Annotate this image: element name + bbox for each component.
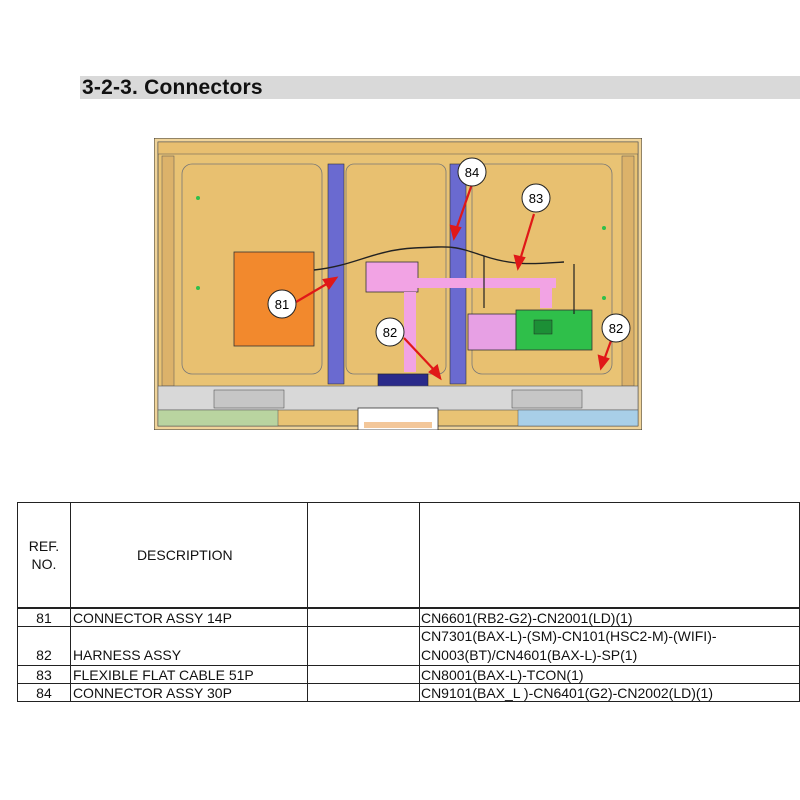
table-row: 81 CONNECTOR ASSY 14P CN6601(RB2-G2)-CN2…	[17, 607, 800, 627]
tv-rear-diagram: 81 82 82 83 84	[154, 138, 642, 430]
callout-83: 83	[521, 183, 551, 213]
callout-82-left: 82	[375, 317, 405, 347]
svg-text:82: 82	[609, 321, 623, 336]
row-description: FLEXIBLE FLAT CABLE 51P	[69, 665, 309, 684]
row-description: HARNESS ASSY	[69, 626, 309, 666]
callout-84: 84	[457, 157, 487, 187]
row-description: CONNECTOR ASSY 30P	[69, 683, 309, 702]
row-location-line: CN7301(BAX-L)-(SM)-CN101(HSC2-M)-(WIFI)-	[420, 628, 717, 644]
row-location-line: CN003(BT)/CN4601(BAX-L)-SP(1)	[420, 647, 638, 663]
header-location	[418, 502, 800, 609]
section-header-bar	[80, 76, 800, 99]
row-location: CN6601(RB2-G2)-CN2001(LD)(1)	[418, 607, 800, 627]
row-location: CN8001(BAX-L)-TCON(1)	[418, 665, 800, 684]
parts-table: REF. NO. DESCRIPTION 81 CONNECTOR ASSY 1…	[17, 502, 800, 702]
row-location: CN9101(BAX_L )-CN6401(G2)-CN2002(LD)(1)	[418, 683, 800, 702]
row-blank	[307, 683, 420, 702]
row-location: CN7301(BAX-L)-(SM)-CN101(HSC2-M)-(WIFI)-…	[418, 626, 800, 666]
row-ref: 84	[17, 683, 71, 702]
header-blank	[307, 502, 420, 609]
svg-text:84: 84	[465, 165, 479, 180]
svg-text:81: 81	[275, 297, 289, 312]
callout-81: 81	[267, 289, 297, 319]
table-row: 83 FLEXIBLE FLAT CABLE 51P CN8001(BAX-L)…	[17, 665, 800, 684]
table-row: 84 CONNECTOR ASSY 30P CN9101(BAX_L )-CN6…	[17, 683, 800, 702]
row-ref: 82	[17, 626, 71, 666]
header-description: DESCRIPTION	[69, 502, 309, 609]
callout-82-right: 82	[601, 313, 631, 343]
header-ref-no: REF. NO.	[17, 502, 71, 609]
row-blank	[307, 626, 420, 666]
section-title: 3-2-3. Connectors	[82, 76, 263, 99]
row-blank	[307, 665, 420, 684]
row-ref: 83	[17, 665, 71, 684]
table-row: 82 HARNESS ASSY CN7301(BAX-L)-(SM)-CN101…	[17, 626, 800, 666]
svg-text:83: 83	[529, 191, 543, 206]
row-blank	[307, 607, 420, 627]
row-description: CONNECTOR ASSY 14P	[69, 607, 309, 627]
svg-text:82: 82	[383, 325, 397, 340]
row-ref: 81	[17, 607, 71, 627]
